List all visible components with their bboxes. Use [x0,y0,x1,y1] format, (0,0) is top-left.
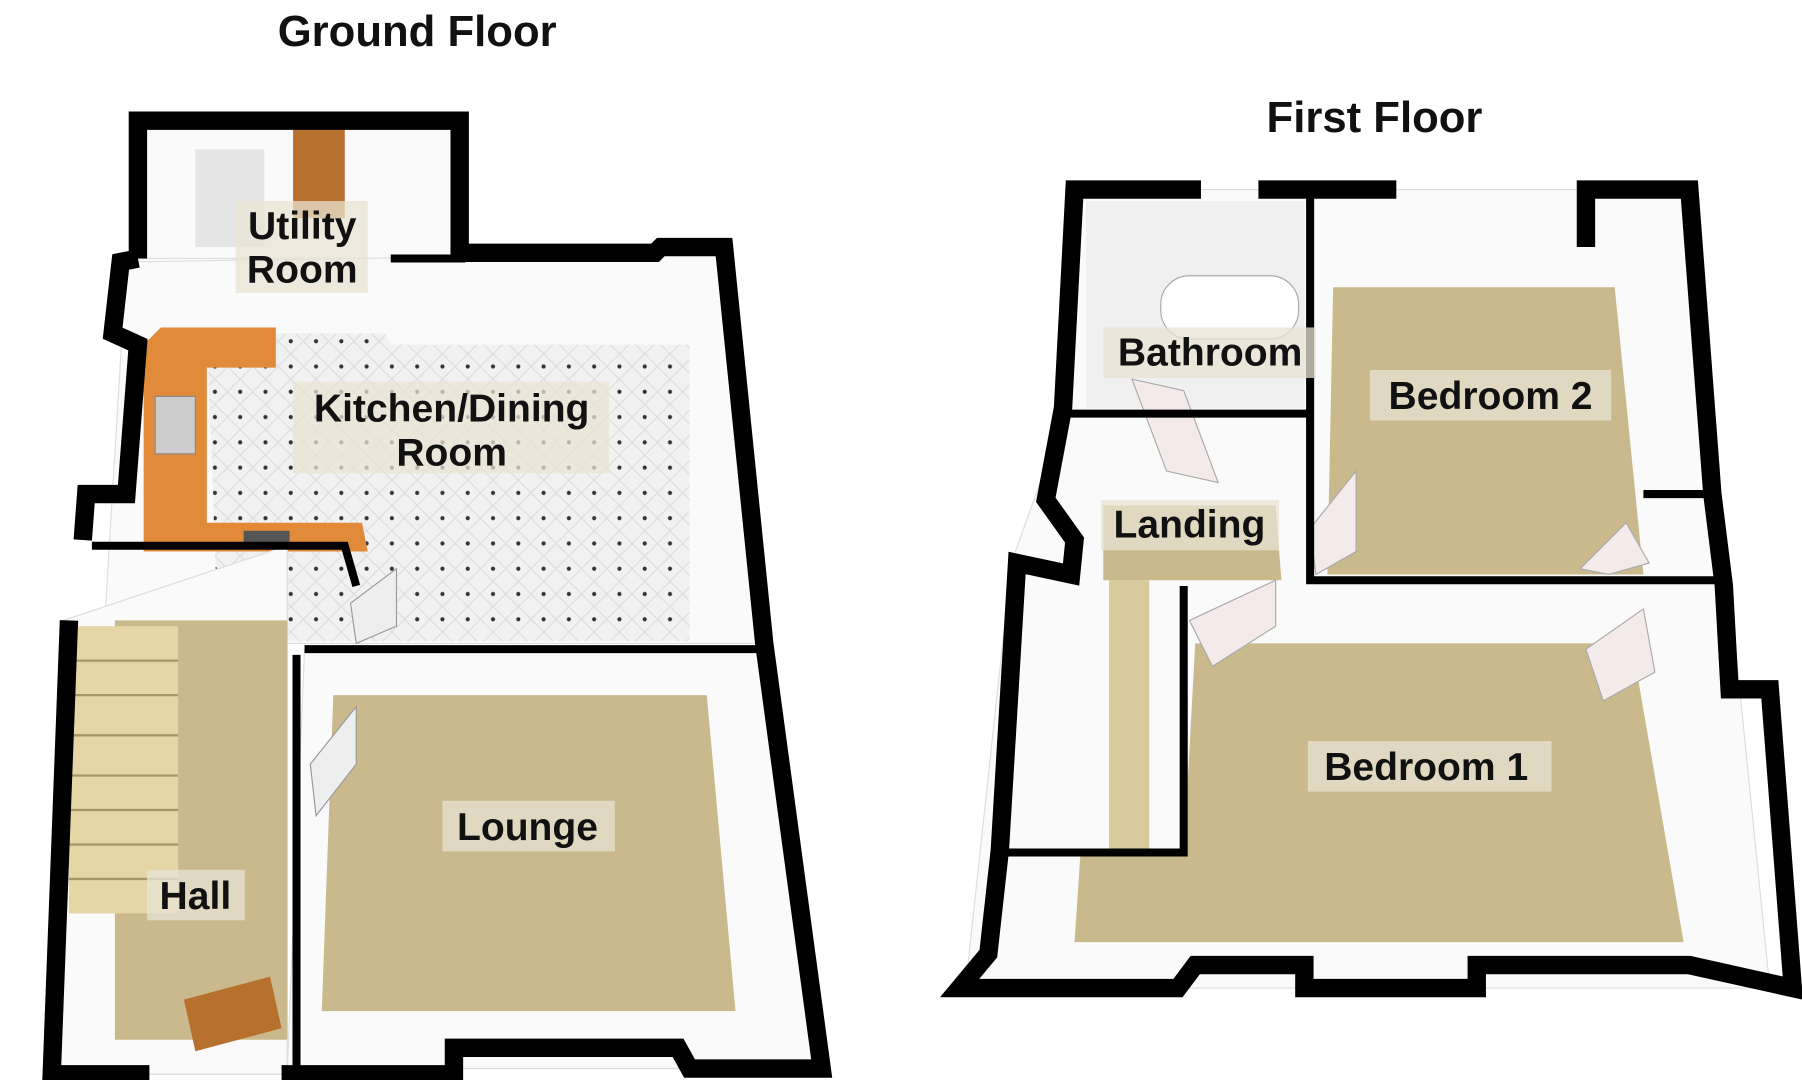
cupboard-door-icon [1579,521,1651,576]
front-door-icon [183,976,282,1052]
lounge-label: Lounge [457,806,598,849]
hall-label: Hall [160,875,232,918]
kitchen-dining-label-line2: Room [396,431,507,474]
kitchen-door-icon [349,567,398,645]
sink-icon [154,395,196,455]
kitchen-worktop [143,327,368,552]
utility-room-label-line1: Utility [248,205,357,248]
bedroom1-door-icon [1188,579,1277,668]
landing-label: Landing [1114,504,1266,547]
staircase [68,626,179,914]
bedroom2-floor [1327,287,1644,575]
kitchen-dining-label-line1: Kitchen/Dining [314,388,590,431]
bathroom-door-icon [1131,378,1220,484]
wardrobe-door-icon [1585,607,1656,702]
bathroom-label: Bathroom [1118,331,1302,374]
landing-stairs [1109,580,1150,851]
room-labels: Utility Room Kitchen/Dining Room Lounge … [147,201,1612,921]
ground-floor-title: Ground Floor [278,7,557,56]
first-floor [939,180,1802,1000]
lounge-floor [321,695,736,1012]
lounge-door-icon [309,704,357,818]
bedroom1-floor [1074,643,1684,943]
utility-room-label-line2: Room [247,249,358,292]
bedroom2-label: Bedroom 2 [1389,375,1593,418]
first-floor-title: First Floor [1267,93,1483,142]
ground-floor [42,111,833,1080]
bedroom1-label: Bedroom 1 [1324,746,1528,789]
